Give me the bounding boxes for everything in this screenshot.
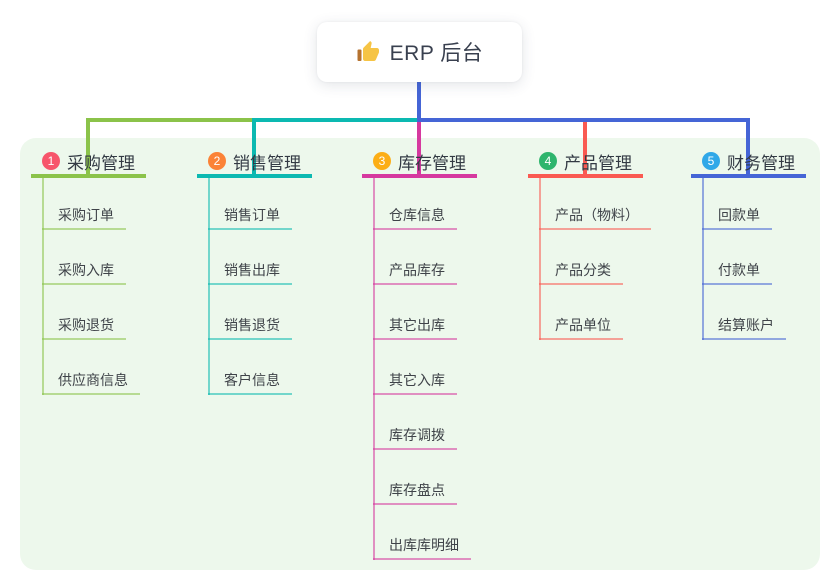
- child-node[interactable]: 结算账户: [702, 312, 786, 340]
- bus-segment: [252, 118, 419, 122]
- branch-trunk-line: [208, 178, 210, 395]
- root-title: ERP 后台: [389, 42, 484, 65]
- branch-trunk-line: [373, 178, 375, 560]
- root-node[interactable]: ERP 后台: [317, 22, 522, 82]
- branch-title: 产品管理: [564, 153, 632, 173]
- branch-title: 库存管理: [398, 153, 466, 173]
- branch-header-2[interactable]: 2 销售管理: [197, 148, 312, 178]
- child-node[interactable]: 销售订单: [208, 202, 292, 230]
- branch-number-badge: 3: [373, 152, 391, 170]
- child-node[interactable]: 付款单: [702, 257, 772, 285]
- branch-drop-line: [417, 118, 421, 178]
- child-node[interactable]: 仓库信息: [373, 202, 457, 230]
- child-node[interactable]: 出库库明细: [373, 532, 471, 560]
- branch-drop-line: [252, 118, 256, 178]
- root-connector: [417, 82, 421, 122]
- child-node[interactable]: 客户信息: [208, 367, 292, 395]
- branch-trunk-line: [702, 178, 704, 340]
- branch-trunk-line: [539, 178, 541, 340]
- branches-panel: [20, 138, 820, 570]
- child-node[interactable]: 其它入库: [373, 367, 457, 395]
- branch-header-5[interactable]: 5 财务管理: [691, 148, 806, 178]
- branch-header-4[interactable]: 4 产品管理: [528, 148, 643, 178]
- branch-header-1[interactable]: 1 采购管理: [31, 148, 146, 178]
- branch-drop-line: [86, 118, 90, 178]
- thumbs-up-icon: [356, 40, 380, 64]
- child-node[interactable]: 库存盘点: [373, 477, 457, 505]
- branch-title: 销售管理: [233, 153, 301, 173]
- child-node[interactable]: 销售出库: [208, 257, 292, 285]
- branch-drop-line: [583, 118, 587, 178]
- branch-number-badge: 1: [42, 152, 60, 170]
- child-node[interactable]: 回款单: [702, 202, 772, 230]
- bus-segment: [417, 118, 750, 122]
- child-node[interactable]: 销售退货: [208, 312, 292, 340]
- child-node[interactable]: 其它出库: [373, 312, 457, 340]
- child-node[interactable]: 产品分类: [539, 257, 623, 285]
- child-node[interactable]: 供应商信息: [42, 367, 140, 395]
- branch-number-badge: 2: [208, 152, 226, 170]
- branch-number-badge: 4: [539, 152, 557, 170]
- child-node[interactable]: 采购订单: [42, 202, 126, 230]
- child-node[interactable]: 产品单位: [539, 312, 623, 340]
- child-node[interactable]: 产品库存: [373, 257, 457, 285]
- branch-title: 财务管理: [727, 153, 795, 173]
- branch-trunk-line: [42, 178, 44, 395]
- child-node[interactable]: 采购入库: [42, 257, 126, 285]
- child-node[interactable]: 库存调拨: [373, 422, 457, 450]
- branch-header-3[interactable]: 3 库存管理: [362, 148, 477, 178]
- branch-number-badge: 5: [702, 152, 720, 170]
- child-node[interactable]: 采购退货: [42, 312, 126, 340]
- branch-drop-line: [746, 118, 750, 178]
- branch-title: 采购管理: [67, 153, 135, 173]
- bus-segment: [88, 118, 254, 122]
- child-node[interactable]: 产品（物料）: [539, 202, 651, 230]
